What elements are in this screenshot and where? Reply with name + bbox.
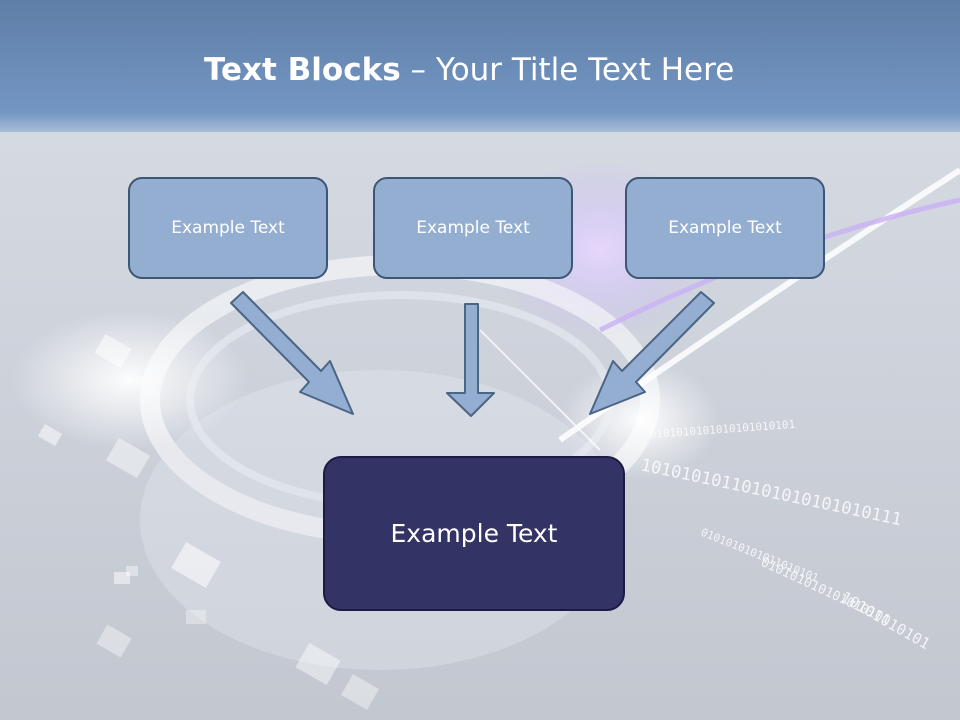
top-box-3-label: Example Text (668, 218, 782, 238)
title-bold: Text Blocks (204, 52, 401, 88)
arrow-right (589, 291, 715, 415)
top-box-1[interactable]: Example Text (128, 177, 328, 279)
title-dash: – (400, 52, 436, 88)
title-rest: Your Title Text Here (435, 52, 735, 88)
center-box[interactable]: Example Text (323, 456, 625, 611)
center-box-label: Example Text (390, 519, 558, 548)
top-box-2[interactable]: Example Text (373, 177, 573, 279)
arrow-left (230, 291, 354, 415)
arrow-center (446, 303, 495, 417)
top-box-1-label: Example Text (171, 218, 285, 238)
top-box-3[interactable]: Example Text (625, 177, 825, 279)
top-box-2-label: Example Text (416, 218, 530, 238)
slide-title: Text Blocks – Your Title Text Here (0, 52, 960, 88)
